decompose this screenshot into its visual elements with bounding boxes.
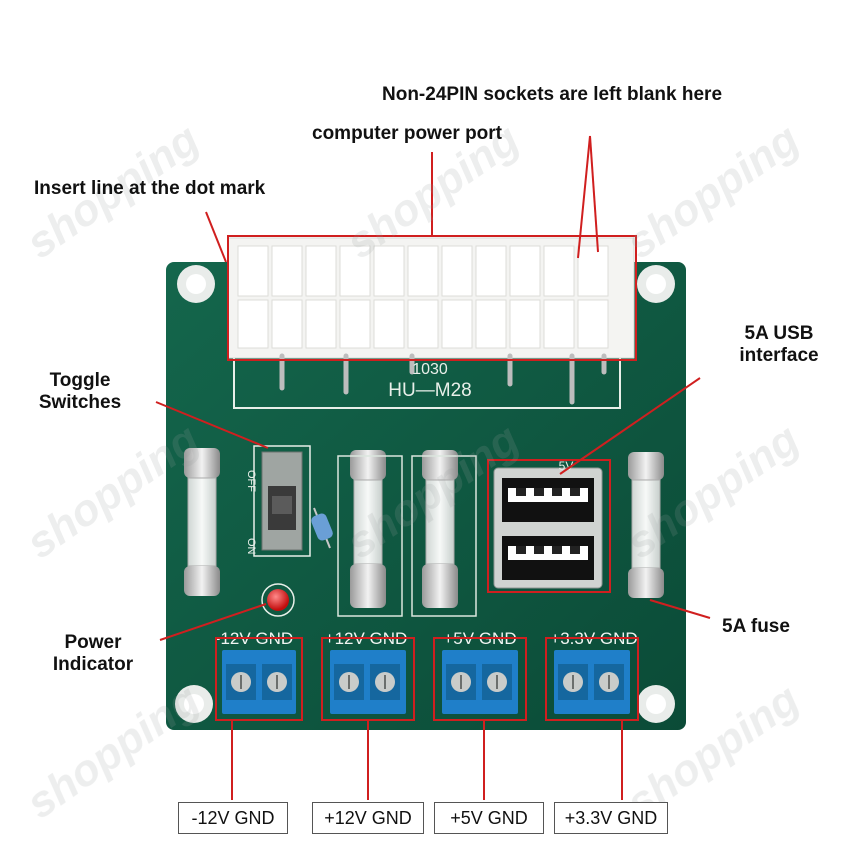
label-usb-interface: 5A USB interface xyxy=(739,323,819,366)
fuse-3 xyxy=(422,450,458,608)
output-box-plus12v: +12V GND xyxy=(312,802,424,834)
mount-hole-tr xyxy=(637,265,675,303)
mount-hole-br xyxy=(637,685,675,723)
terminal-block-1 xyxy=(215,637,303,721)
terminal-block-4 xyxy=(545,637,639,721)
resistor xyxy=(311,507,333,549)
output-box-minus12v: -12V GND xyxy=(178,802,288,834)
mount-hole-bl xyxy=(175,685,213,723)
mount-hole-tl xyxy=(177,265,215,303)
terminal-block-3 xyxy=(433,637,527,721)
fuse-right xyxy=(628,452,664,598)
toggle-switch: OFF ON xyxy=(245,445,311,557)
label-fuse: 5A fuse xyxy=(722,616,790,637)
svg-text:shopping: shopping xyxy=(618,114,808,268)
board-model-text: HU—M28 xyxy=(388,380,471,401)
power-led xyxy=(261,583,295,617)
annotation-lines xyxy=(155,135,711,800)
fuse-2 xyxy=(350,450,386,608)
switch-on-label: ON xyxy=(245,538,257,555)
output-box-plus3v3: +3.3V GND xyxy=(554,802,668,834)
label-power-indicator: Power Indicator xyxy=(52,632,134,675)
label-power-port: computer power port xyxy=(312,123,503,144)
terminal-block-2 xyxy=(321,637,415,721)
output-box-plus5v: +5V GND xyxy=(434,802,544,834)
switch-off-label: OFF xyxy=(245,470,257,492)
label-non24pin: Non-24PIN sockets are left blank here xyxy=(382,84,723,105)
label-toggle-switches: Toggle Switches xyxy=(38,370,122,413)
label-insert-line: Insert line at the dot mark xyxy=(34,178,266,199)
usb-double-port: 5V xyxy=(487,459,611,593)
fuse-left xyxy=(184,448,220,596)
board-code-text: 1030 xyxy=(412,361,448,378)
usb-marking: 5V xyxy=(559,459,574,473)
